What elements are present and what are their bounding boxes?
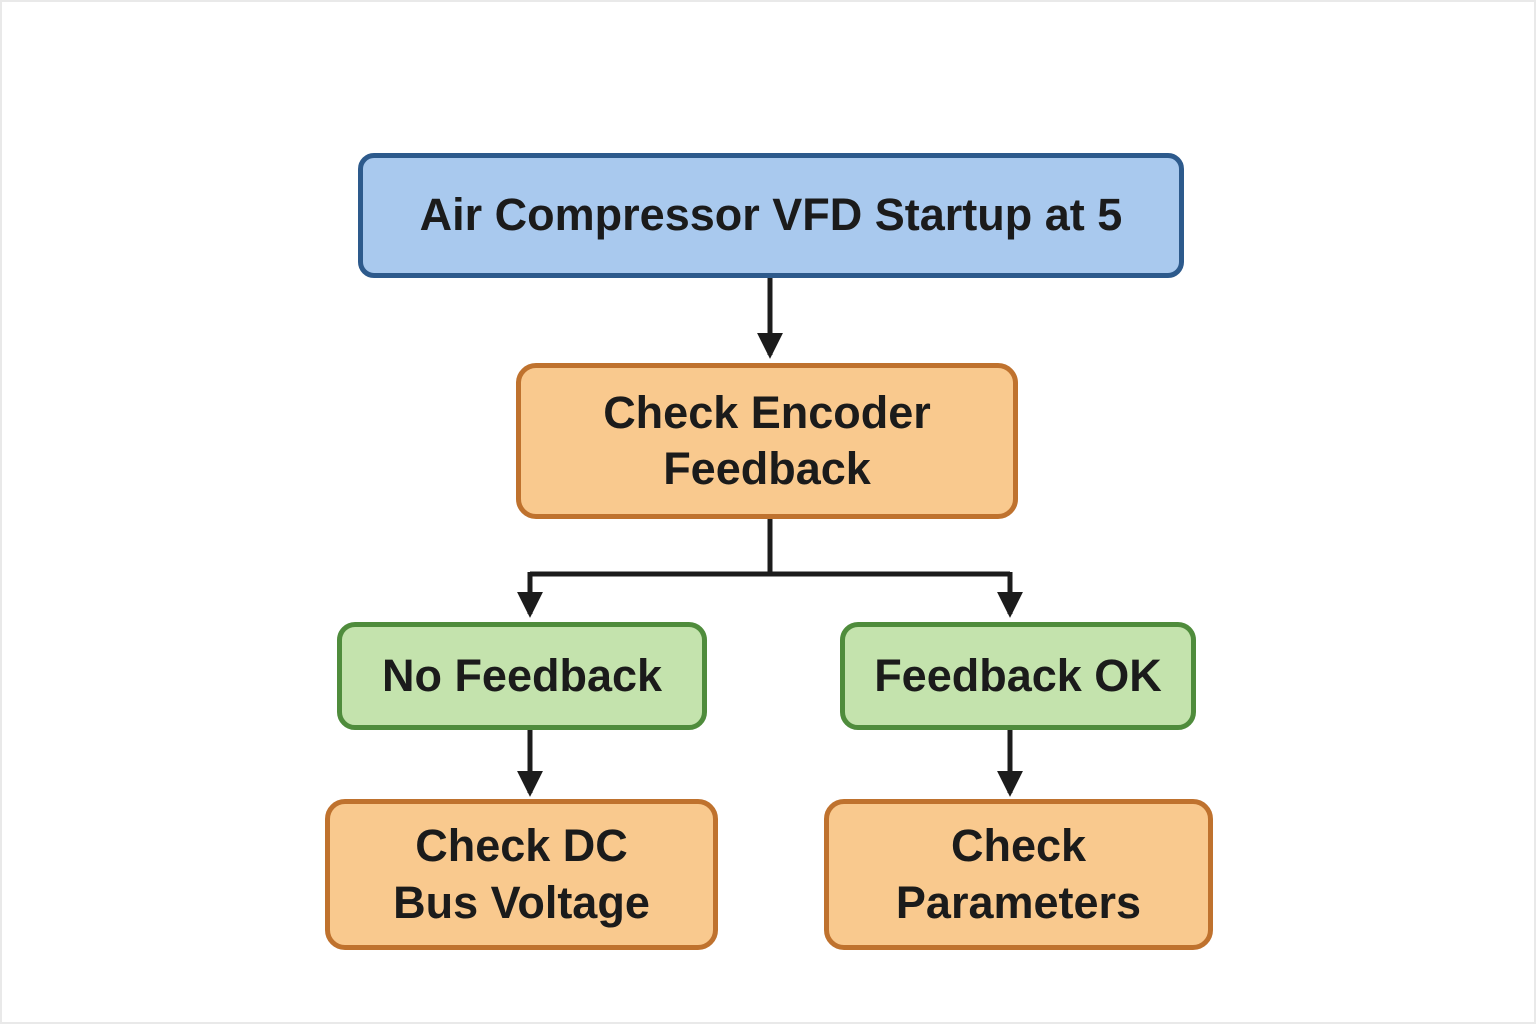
flow-node-no-feedback-label: No Feedback [381, 649, 663, 701]
flow-node-check-parameters-label: Check Parameters [895, 820, 1142, 928]
flow-node-check-dc-bus-voltage-label: Check DC Bus Voltage [393, 820, 650, 928]
flow-node-check-dc-bus-voltage: Check DC Bus Voltage [325, 799, 718, 950]
flow-node-check-parameters: Check Parameters [824, 799, 1213, 950]
flow-node-start-label: Air Compressor VFD Startup at 5 [419, 189, 1123, 241]
flow-node-feedback-ok-label: Feedback OK [874, 649, 1162, 701]
flow-node-no-feedback: No Feedback [337, 622, 707, 730]
flow-node-check-encoder-feedback: Check Encoder Feedback [516, 363, 1018, 519]
flow-node-feedback-ok: Feedback OK [840, 622, 1196, 730]
flow-node-start: Air Compressor VFD Startup at 5 [358, 153, 1184, 278]
edge-split-stem-and-bar [530, 518, 1010, 577]
flow-node-check-encoder-feedback-label: Check Encoder Feedback [603, 386, 931, 494]
